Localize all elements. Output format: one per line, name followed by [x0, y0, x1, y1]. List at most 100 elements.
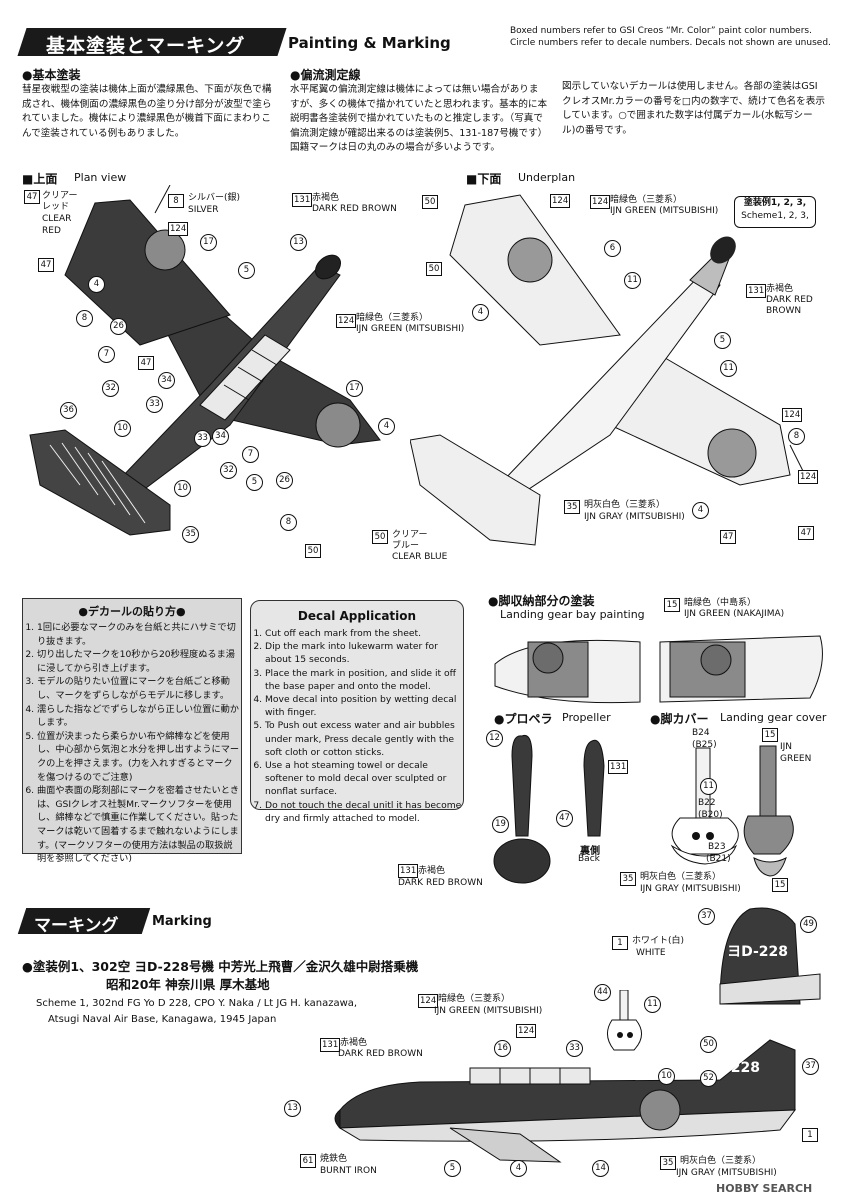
paint-code-box: 50: [305, 544, 321, 558]
white-label-en: WHITE: [636, 948, 666, 958]
paint-code-box: 124: [798, 470, 819, 484]
decal-number: 13: [284, 1100, 301, 1117]
header-title-jp: 基本塗装とマーキング: [46, 35, 246, 57]
decal-number: 17: [200, 234, 217, 251]
paint-code-box: 47: [38, 258, 54, 272]
burnt-iron-jp: 焼鉄色: [320, 1154, 348, 1164]
bay-green-en: IJN GREEN (NAKAJIMA): [684, 609, 785, 619]
decal-number: 10: [658, 1068, 675, 1085]
dark-red-brown-jp: 赤褐色: [312, 193, 340, 203]
cover-part-b20: (B20): [698, 810, 723, 820]
paint-code-box: 15: [762, 728, 778, 742]
propeller-title-en: Propeller: [562, 711, 611, 724]
paint-code-box: 124: [516, 1024, 537, 1038]
side-profile-drawing: ヨD-228: [334, 1039, 797, 1163]
decal-jp-title: ●デカールの貼り方●: [78, 605, 186, 618]
ijn-green-en: IJN GREEN (MITSUBISHI): [356, 324, 465, 334]
marking-cover-drawing: [607, 990, 642, 1051]
decal-number: 16: [494, 1040, 511, 1057]
ijn-gray-en: IJN GRAY (MITSUBISHI): [584, 512, 685, 522]
decal-number: 49: [800, 916, 817, 933]
flow-line-text: 水平尾翼の偏流測定線は機体によっては無い場合がありますが、多くの機体で描かれてい…: [290, 84, 548, 154]
paint-code-box: 50: [422, 195, 438, 209]
paint-code-box: 124: [418, 994, 439, 1008]
scheme-box-en: Scheme1, 2, 3,: [741, 211, 809, 221]
decal-number: 34: [212, 428, 229, 445]
plan-view-drawing: [29, 185, 381, 536]
clear-red-label-en2: RED: [42, 226, 61, 236]
dark-red-brown-en: DARK RED: [766, 295, 813, 305]
clear-red-label-jp2: レッド: [42, 202, 70, 212]
basic-painting-section: ●基本塗装 彗星夜戦型の塗装は機体上面が濃緑黒色、下面が灰色で構成され、機体側面…: [22, 66, 277, 141]
decal-note-section: 図示していないデカールは使用しません。各部の塗装はGSIクレオスMr.カラーの番…: [562, 80, 826, 138]
decal-number: 32: [102, 380, 119, 397]
decal-number: 11: [644, 996, 661, 1013]
scheme-location-jp: 昭和20年 神奈川県 厚木基地: [106, 977, 270, 992]
decal-en-step: Move decal into position by wetting deca…: [265, 693, 463, 719]
decal-number: 8: [76, 310, 93, 327]
decal-number: 33: [194, 430, 211, 447]
paint-code-box: 8: [168, 194, 184, 208]
paint-code-box: 124: [782, 408, 803, 422]
white-label-jp: ホワイト(白): [632, 936, 685, 946]
propeller-brown-en: DARK RED BROWN: [398, 878, 483, 888]
decal-number: 7: [98, 346, 115, 363]
decal-number: 50: [700, 1036, 717, 1053]
paint-code-box: 47: [24, 190, 40, 204]
decal-number: 13: [290, 234, 307, 251]
decal-number: 12: [486, 730, 503, 747]
paint-code-box: 47: [798, 526, 814, 540]
decal-note-text: 図示していないデカールは使用しません。各部の塗装はGSIクレオスMr.カラーの番…: [562, 81, 825, 136]
decal-number: 5: [246, 474, 263, 491]
decal-number: 36: [60, 402, 77, 419]
marking-brown-en: DARK RED BROWN: [338, 1049, 423, 1059]
underplan-title-jp: ■下面: [466, 172, 502, 186]
decal-number: 33: [146, 396, 163, 413]
paint-code-box: 1: [612, 936, 628, 950]
cover-green-label: GREEN: [780, 754, 812, 764]
propeller-brown-jp: 赤褐色: [418, 866, 446, 876]
marking-title-jp: マーキング: [34, 916, 119, 936]
decal-number: 26: [276, 472, 293, 489]
decal-number: 11: [700, 778, 717, 795]
scheme-location-en: Atsugi Naval Air Base, Kanagawa, 1945 Ja…: [48, 1014, 277, 1025]
flow-line-section: ●偏流測定線 水平尾翼の偏流測定線は機体によっては無い場合がありますが、多くの機…: [290, 66, 548, 156]
decal-number: 26: [110, 318, 127, 335]
burnt-iron-en: BURNT IRON: [320, 1166, 377, 1176]
paint-code-box: 124: [550, 194, 571, 208]
propeller-drawing: [493, 734, 605, 884]
tail-code-closeup: ヨD-228: [727, 944, 788, 960]
paint-code-box: 131: [608, 760, 629, 774]
plan-view-title-en: Plan view: [74, 171, 127, 184]
decal-en-step: Dip the mark into lukewarm water for abo…: [265, 640, 463, 666]
decal-number: 5: [238, 262, 255, 279]
ijn-green-jp: 暗緑色（三菱系）: [610, 195, 683, 205]
decal-en-steps: Cut off each mark from the sheet. Dip th…: [251, 627, 463, 825]
plan-view-title-jp: ■上面: [22, 172, 58, 186]
cover-gray-en: IJN GRAY (MITSUBISHI): [640, 884, 741, 894]
basic-painting-text: 彗星夜戦型の塗装は機体上面が濃緑黒色、下面が灰色で構成され、機体側面の濃緑黒色の…: [22, 84, 272, 139]
clear-blue-jp: クリアー: [392, 530, 428, 540]
flow-line-title: ●偏流測定線: [290, 68, 361, 82]
paint-code-box: 124: [168, 222, 189, 236]
decal-number: 5: [714, 332, 731, 349]
paint-code-box: 131: [292, 193, 313, 207]
decal-number: 6: [604, 240, 621, 257]
note-circle: Circle numbers refer to decale numbers. …: [510, 38, 831, 48]
cover-part-b21: (B21): [706, 854, 731, 864]
paint-code-box: 15: [772, 878, 788, 892]
clear-red-label-en: CLEAR: [42, 214, 72, 224]
paint-code-box: 35: [564, 500, 580, 514]
decal-number: 11: [624, 272, 641, 289]
decal-number: 17: [346, 380, 363, 397]
paint-code-box: 131: [398, 864, 419, 878]
silver-label-jp: シルバー(銀): [188, 193, 241, 203]
decal-number: 4: [510, 1160, 527, 1177]
decal-en-title: Decal Application: [297, 609, 417, 623]
decal-number: 47: [556, 810, 573, 827]
decal-en-step: Place the mark in position, and slide it…: [265, 667, 463, 693]
scheme-box: 塗装例1, 2, 3, Scheme1, 2, 3,: [734, 196, 816, 228]
decal-number: 10: [114, 420, 131, 437]
paint-code-box: 15: [664, 598, 680, 612]
header-title-en: Painting & Marking: [288, 34, 451, 52]
